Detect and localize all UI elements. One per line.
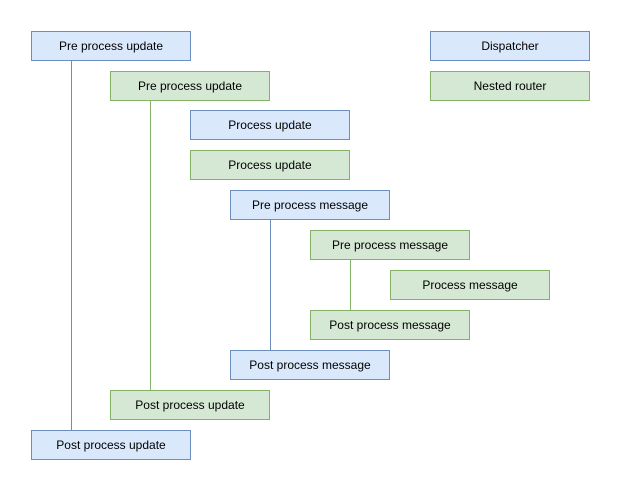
diagram-node-label: Post process message <box>249 358 371 372</box>
diagram-node: Post process update <box>110 390 270 420</box>
diagram-node-label: Post process update <box>56 438 166 452</box>
legend-item-label: Dispatcher <box>481 39 539 53</box>
diagram-node-label: Pre process update <box>137 79 243 93</box>
diagram-node-label: Pre process message <box>331 238 449 252</box>
diagram-node-label: Post process message <box>329 318 451 332</box>
diagram-node: Post process message <box>230 350 390 380</box>
connector-line <box>350 260 351 310</box>
legend-item: Nested router <box>430 71 590 101</box>
diagram-node: Pre process message <box>310 230 470 260</box>
diagram-node-label: Process update <box>228 158 312 172</box>
diagram-node: Process message <box>390 270 550 300</box>
diagram-node-label: Pre process message <box>251 198 369 212</box>
diagram-node: Process update <box>190 110 350 140</box>
diagram-node-label: Process message <box>422 278 518 292</box>
diagram-node-label: Pre process update <box>58 39 164 53</box>
legend-item-label: Nested router <box>473 79 547 93</box>
connector-line <box>270 220 271 350</box>
diagram-node-label: Process update <box>228 118 312 132</box>
diagram-node: Pre process update <box>31 31 191 61</box>
diagram-node-label: Post process update <box>135 398 245 412</box>
legend-item: Dispatcher <box>430 31 590 61</box>
diagram-node: Pre process update <box>110 71 270 101</box>
connector-line <box>71 61 72 430</box>
diagram-node: Post process message <box>310 310 470 340</box>
diagram-node: Post process update <box>31 430 191 460</box>
diagram-node: Pre process message <box>230 190 390 220</box>
diagram-node: Process update <box>190 150 350 180</box>
connector-line <box>150 101 151 390</box>
